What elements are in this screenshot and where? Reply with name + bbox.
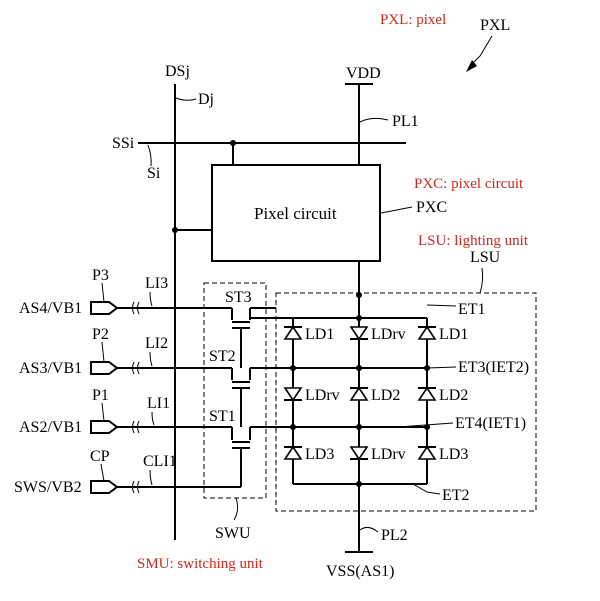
diode-label-r1-c2: LDrv <box>371 326 406 343</box>
pixel-circuit-box <box>211 164 381 262</box>
pl2-leader <box>359 526 379 533</box>
line-leader-cli1 <box>149 469 153 486</box>
legend-pxl: PXL: pixel <box>380 12 446 28</box>
dj-label: Dj <box>198 91 214 108</box>
pxc-label: PXC <box>416 199 447 216</box>
line-label-li1: LI1 <box>147 395 170 412</box>
pixel-circuit-title: Pixel circuit <box>254 204 337 223</box>
pad-p3 <box>90 301 119 315</box>
pad-label-p2: P2 <box>92 326 109 343</box>
legend-lsu: LSU: lighting unit <box>418 233 529 249</box>
diode-r1-c2 <box>349 326 369 341</box>
line-leader-li2 <box>149 351 153 367</box>
pad-p2 <box>90 361 119 375</box>
signal-label-p2: AS3/VB1 <box>19 360 82 377</box>
diode-label-r3-c3: LD3 <box>439 446 468 463</box>
si-leader <box>147 144 152 167</box>
diode-label-r2-c2: LD2 <box>371 387 400 404</box>
pxl-arrow-head <box>466 60 477 72</box>
lsu-label: LSU <box>470 249 501 266</box>
diode-label-r3-c2: LDrv <box>371 446 406 463</box>
pad-p1 <box>90 420 119 434</box>
diode-r2-c1 <box>283 387 303 402</box>
pl1-label: PL1 <box>392 113 419 130</box>
legend-smu: SMU: switching unit <box>137 556 264 572</box>
ssi-label: SSi <box>112 135 135 152</box>
pxc-leader <box>380 206 413 214</box>
st3-label: ST3 <box>225 289 252 306</box>
lsu-box <box>275 292 537 512</box>
diode-label-r3-c1: LD3 <box>305 446 334 463</box>
lsu-leader <box>479 267 484 294</box>
et2-label: ET2 <box>442 487 470 504</box>
signal-label-cp: SWS/VB2 <box>14 479 82 496</box>
signal-label-p3: AS4/VB1 <box>19 300 82 317</box>
si-label: Si <box>147 165 161 182</box>
st2-label: ST2 <box>209 348 236 365</box>
diode-r2-c3 <box>417 386 437 401</box>
pad-leader-p1 <box>101 402 105 422</box>
pxl-label: PXL <box>480 17 510 34</box>
swu-leader <box>233 497 239 521</box>
vdd-label: VDD <box>346 65 381 82</box>
diode-label-r2-c3: LD2 <box>439 387 468 404</box>
et1-leader <box>426 304 457 307</box>
diode-label-r1-c3: LD1 <box>439 326 468 343</box>
diode-r1-c1 <box>283 325 303 340</box>
pl2-label: PL2 <box>381 527 408 544</box>
et4-label: ET4(IET1) <box>455 415 526 432</box>
vss-label: VSS(AS1) <box>326 563 394 580</box>
diode-label-r1-c1: LD1 <box>305 326 334 343</box>
et3-leader <box>426 366 457 369</box>
st1-label: ST1 <box>209 408 236 425</box>
et2-leader <box>412 483 441 495</box>
line-label-li2: LI2 <box>145 335 168 352</box>
pad-label-p3: P3 <box>92 267 109 284</box>
swu-box <box>203 282 267 499</box>
diode-r2-c2 <box>349 386 369 401</box>
diode-r1-c3 <box>417 325 437 340</box>
pad-label-p1: P1 <box>92 387 109 404</box>
pad-label-cp: CP <box>90 448 110 465</box>
pxl-arrow <box>471 35 493 65</box>
pad-cp <box>90 480 119 494</box>
diode-label-r2-c1: LDrv <box>305 387 340 404</box>
signal-label-p1: AS2/VB1 <box>19 419 82 436</box>
line-label-li3: LI3 <box>145 275 168 292</box>
dsj-label: DSj <box>165 63 190 80</box>
line-label-cli1: CLI1 <box>143 453 177 470</box>
et1-label: ET1 <box>458 301 486 318</box>
break-marks <box>132 301 140 494</box>
pl1-leader <box>359 117 389 123</box>
et3-label: ET3(IET2) <box>458 359 529 376</box>
line-leader-li3 <box>149 291 153 307</box>
et4-leader <box>397 422 454 428</box>
pad-leader-p3 <box>101 282 105 303</box>
diode-r3-c3 <box>417 445 437 460</box>
dj-leader <box>175 97 197 101</box>
diode-r3-c2 <box>349 446 369 461</box>
legend-pxc: PXC: pixel circuit <box>414 176 524 192</box>
pad-leader-cp <box>100 463 105 482</box>
swu-label: SWU <box>215 525 251 542</box>
line-leader-li1 <box>151 411 155 426</box>
diode-r3-c1 <box>283 445 303 460</box>
pad-leader-p2 <box>101 341 105 363</box>
